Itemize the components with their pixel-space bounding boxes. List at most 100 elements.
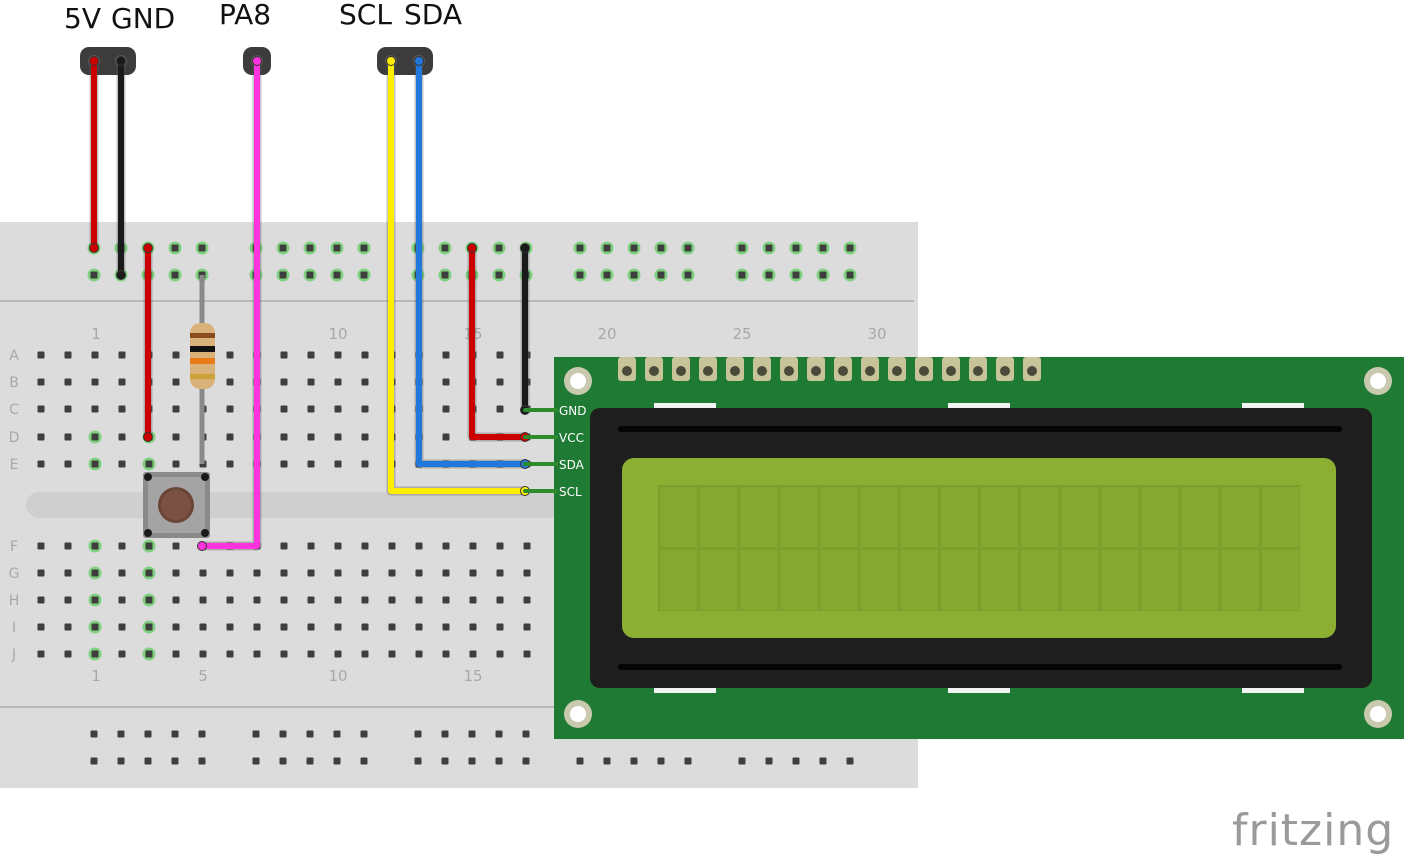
breadboard-hole <box>361 351 369 359</box>
breadboard-hole <box>199 623 207 631</box>
wire-sda[interactable] <box>414 56 530 469</box>
breadboard-hole <box>843 268 857 282</box>
breadboard-hole <box>361 650 369 658</box>
breadboard-hole <box>37 650 45 658</box>
breadboard-hole <box>88 566 102 580</box>
breadboard-hole <box>496 569 504 577</box>
breadboard-hole <box>172 351 180 359</box>
lcd-char-cell <box>1181 487 1219 547</box>
lcd-char-cell <box>1061 550 1099 610</box>
breadboard-hole <box>762 241 776 255</box>
breadboard-hole <box>280 351 288 359</box>
breadboard-hole <box>118 623 126 631</box>
breadboard-hole <box>330 268 344 282</box>
lcd-char-cell <box>820 487 858 547</box>
breadboard-hole <box>88 539 102 553</box>
lcd-char-cell <box>1021 487 1059 547</box>
breadboard-hole <box>172 378 180 386</box>
breadboard-hole <box>171 730 179 738</box>
lcd-char-cell <box>1141 487 1179 547</box>
lcd-header-pin <box>915 357 933 381</box>
breadboard-hole <box>280 650 288 658</box>
breadboard-hole <box>253 569 261 577</box>
lcd-header-pin <box>672 357 690 381</box>
row-letter-label: A <box>9 348 19 364</box>
breadboard-hole <box>307 351 315 359</box>
breadboard-hole <box>816 268 830 282</box>
breadboard-hole <box>843 241 857 255</box>
breadboard-hole <box>226 351 234 359</box>
breadboard-hole <box>388 623 396 631</box>
breadboard-hole <box>117 730 125 738</box>
breadboard-hole <box>627 241 641 255</box>
lcd-char-cell <box>1141 550 1179 610</box>
pushbutton[interactable] <box>143 472 210 538</box>
wire-lcd-gnd[interactable] <box>520 243 530 415</box>
lcd-mounting-holes <box>564 367 1392 728</box>
wire-rail-to-d3[interactable] <box>143 243 153 442</box>
breadboard-hole <box>469 596 477 604</box>
lcd-char-cell <box>1101 487 1139 547</box>
wire-scl[interactable] <box>386 56 530 496</box>
breadboard-hole <box>118 378 126 386</box>
breadboard-hole <box>441 757 449 765</box>
breadboard-hole <box>64 542 72 550</box>
breadboard-hole <box>388 650 396 658</box>
row-letter-label: E <box>10 457 19 473</box>
breadboard-hole <box>334 378 342 386</box>
breadboard-hole <box>37 623 45 631</box>
breadboard-hole <box>171 757 179 765</box>
breadboard-hole <box>226 460 234 468</box>
lcd-char-cell <box>900 487 938 547</box>
breadboard-hole <box>91 405 99 413</box>
breadboard-hole <box>172 405 180 413</box>
breadboard-hole <box>468 757 476 765</box>
wire-5v[interactable] <box>89 56 99 253</box>
breadboard-hole <box>198 730 206 738</box>
breadboard-hole <box>414 730 422 738</box>
breadboard-hole <box>199 596 207 604</box>
lcd-header-pin <box>726 357 744 381</box>
breadboard-hole <box>684 757 692 765</box>
breadboard-hole <box>199 569 207 577</box>
breadboard-hole <box>762 268 776 282</box>
breadboard-hole <box>496 351 504 359</box>
breadboard-hole <box>307 378 315 386</box>
wire-gnd[interactable] <box>116 56 126 280</box>
breadboard-hole <box>334 596 342 604</box>
breadboard-hole <box>253 623 261 631</box>
lcd-char-cell <box>940 487 978 547</box>
lcd-header-pins <box>618 357 1041 381</box>
wire-pa8[interactable] <box>197 56 262 551</box>
breadboard-hole <box>90 757 98 765</box>
label-scl: SCL <box>339 0 392 31</box>
breadboard-hole <box>253 650 261 658</box>
breadboard-hole <box>168 268 182 282</box>
breadboard-hole <box>307 405 315 413</box>
lcd-pin-label-vcc: VCC <box>559 431 584 445</box>
row-letter-label: J <box>11 647 16 663</box>
row-letter-label: H <box>9 593 20 609</box>
breadboard-hole <box>415 542 423 550</box>
breadboard-hole <box>118 596 126 604</box>
col-label-top-30: 30 <box>867 325 886 343</box>
breadboard-hole <box>576 757 584 765</box>
lcd-character-grid <box>660 487 1299 610</box>
col-label-top-1: 1 <box>91 325 101 343</box>
breadboard-hole <box>441 730 449 738</box>
breadboard-hole <box>415 569 423 577</box>
wire-lcd-vcc[interactable] <box>467 243 530 442</box>
breadboard-hole <box>414 757 422 765</box>
breadboard-hole <box>198 757 206 765</box>
breadboard-hole <box>330 241 344 255</box>
breadboard-hole <box>789 241 803 255</box>
breadboard-hole <box>442 623 450 631</box>
lcd-pin-labels: GND VCC SDA SCL <box>559 404 587 499</box>
breadboard-hole <box>226 596 234 604</box>
breadboard-hole <box>280 378 288 386</box>
breadboard-hole <box>90 730 98 738</box>
breadboard-hole <box>279 757 287 765</box>
breadboard-hole <box>64 596 72 604</box>
breadboard-hole <box>333 730 341 738</box>
